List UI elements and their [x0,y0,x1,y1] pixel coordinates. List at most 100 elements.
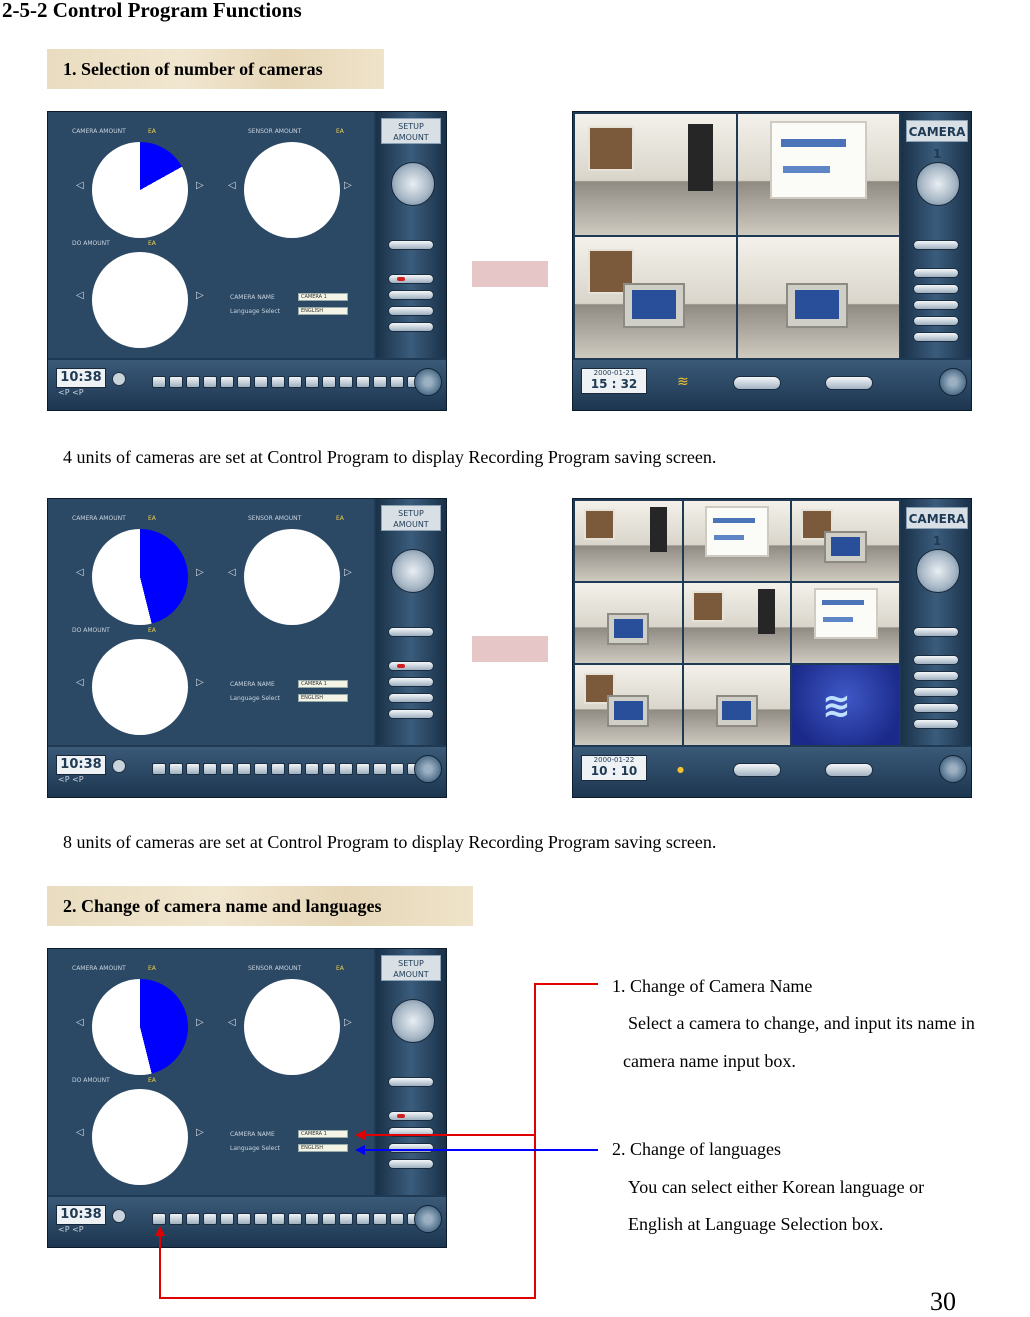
side-button[interactable] [913,284,959,294]
side-button[interactable] [913,655,959,665]
do-amount-pie[interactable] [92,639,188,735]
camera-amount-prev-icon[interactable]: ◁ [76,180,84,191]
side-button[interactable] [913,627,959,637]
side-button[interactable] [388,240,434,250]
camera-amount-pie[interactable] [92,529,188,625]
language-select[interactable]: ENGLISH [298,307,348,315]
side-button-record[interactable] [388,1111,434,1121]
clock-controls[interactable]: <P <P [58,775,84,784]
direction-pad-icon[interactable] [391,549,435,593]
camera-amount-prev-icon[interactable]: ◁ [76,1017,84,1028]
knob-icon[interactable] [112,759,126,773]
sensor-amount-prev-icon[interactable]: ◁ [228,180,236,191]
power-knob-icon[interactable] [414,1205,442,1233]
camera-view[interactable] [738,237,899,358]
do-amount-next-icon[interactable]: ▷ [196,677,204,688]
side-button[interactable] [388,677,434,687]
direction-pad-icon[interactable] [391,162,435,206]
side-button[interactable] [913,332,959,342]
clock-controls[interactable]: <P <P [58,1225,84,1234]
do-amount-label: DO AMOUNT [72,240,110,247]
do-amount-pie[interactable] [92,1089,188,1185]
direction-pad-icon[interactable] [391,999,435,1043]
sensor-amount-pie[interactable] [244,142,340,238]
side-button[interactable] [388,1159,434,1169]
direction-pad-icon[interactable] [916,549,960,593]
power-knob-icon[interactable] [414,755,442,783]
do-amount-prev-icon[interactable]: ◁ [76,290,84,301]
camera-view[interactable] [792,501,899,581]
do-amount-pie[interactable] [92,252,188,348]
setup-amount-button[interactable]: SETUP AMOUNT [381,118,441,144]
knob-icon[interactable] [112,372,126,386]
side-button[interactable] [913,240,959,250]
camera-view[interactable] [738,114,899,235]
do-amount-next-icon[interactable]: ▷ [196,290,204,301]
camera-view[interactable] [683,583,791,663]
do-amount-prev-icon[interactable]: ◁ [76,677,84,688]
side-button[interactable] [388,709,434,719]
side-button[interactable] [913,268,959,278]
camera-view[interactable] [575,237,736,358]
camera-view[interactable] [575,583,682,663]
side-button[interactable] [913,316,959,326]
sensor-amount-prev-icon[interactable]: ◁ [228,567,236,578]
camera-view[interactable] [575,114,736,235]
side-button-record[interactable] [388,274,434,284]
camera-amount-next-icon[interactable]: ▷ [196,567,204,578]
setup-amount-button[interactable]: SETUP AMOUNT [381,955,441,981]
side-button[interactable] [388,306,434,316]
sensor-amount-next-icon[interactable]: ▷ [344,1017,352,1028]
side-button[interactable] [913,687,959,697]
camera-name-input[interactable]: CAMERA 1 [298,293,348,301]
knob-icon[interactable] [112,1209,126,1223]
side-button[interactable] [388,627,434,637]
direction-pad-icon[interactable] [916,162,960,206]
camera-view[interactable] [575,501,682,581]
sensor-amount-next-icon[interactable]: ▷ [344,180,352,191]
side-button[interactable] [913,703,959,713]
do-amount-prev-icon[interactable]: ◁ [76,1127,84,1138]
camera-amount-pie[interactable] [92,142,188,238]
language-select[interactable]: ENGLISH [298,694,348,702]
side-button[interactable] [913,300,959,310]
language-select[interactable]: ENGLISH [298,1144,348,1152]
power-knob-icon[interactable] [414,368,442,396]
camera-select-strip[interactable] [152,376,421,388]
do-amount-next-icon[interactable]: ▷ [196,1127,204,1138]
amount-label: AMOUNT [393,520,429,529]
camera-amount-next-icon[interactable]: ▷ [196,1017,204,1028]
side-button[interactable] [388,290,434,300]
side-button[interactable] [913,671,959,681]
sensor-amount-pie[interactable] [244,529,340,625]
power-knob-icon[interactable] [939,755,967,783]
camera-select-strip[interactable] [152,763,421,775]
clock-controls[interactable]: <P <P [58,388,84,397]
camera-view[interactable] [575,665,682,745]
side-button[interactable] [388,1143,434,1153]
camera-name-input[interactable]: CAMERA 1 [298,1130,348,1138]
sensor-amount-prev-icon[interactable]: ◁ [228,1017,236,1028]
side-button-record[interactable] [388,661,434,671]
sensor-amount-pie[interactable] [244,979,340,1075]
camera-amount-next-icon[interactable]: ▷ [196,180,204,191]
side-button[interactable] [388,1077,434,1087]
camera-view[interactable] [792,583,899,663]
options-button[interactable] [825,763,873,777]
camera-amount-prev-icon[interactable]: ◁ [76,567,84,578]
setup-amount-button[interactable]: SETUP AMOUNT [381,505,441,531]
side-button[interactable] [913,719,959,729]
power-knob-icon[interactable] [939,368,967,396]
control-program-screen-4cam: CAMERA AMOUNT EA SENSOR AMOUNT EA ◁ ▷ ◁ … [47,111,447,411]
playback-button[interactable] [733,763,781,777]
side-button[interactable] [388,693,434,703]
camera-view[interactable] [683,501,791,581]
camera-amount-pie[interactable] [92,979,188,1075]
side-button[interactable] [388,322,434,332]
camera-name-input[interactable]: CAMERA 1 [298,680,348,688]
side-button[interactable] [388,1127,434,1137]
sensor-amount-next-icon[interactable]: ▷ [344,567,352,578]
playback-button[interactable] [733,376,781,390]
options-button[interactable] [825,376,873,390]
camera-view[interactable] [683,665,791,745]
